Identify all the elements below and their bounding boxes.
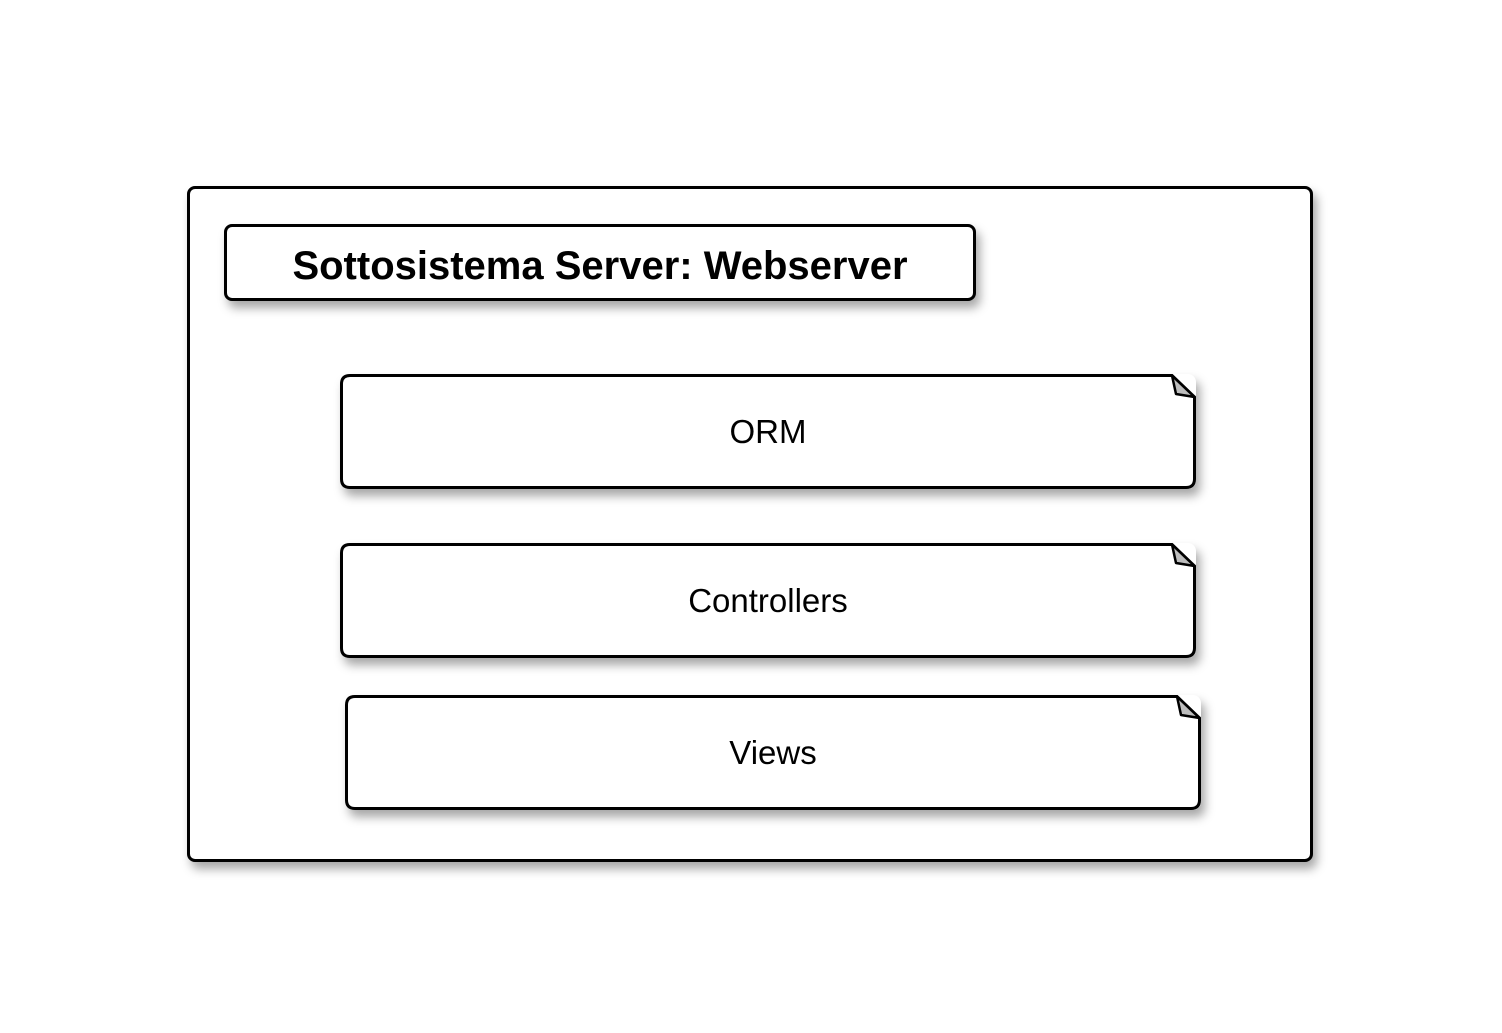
module-label-views: Views bbox=[729, 733, 817, 771]
document-shape-icon bbox=[340, 374, 1196, 489]
module-label-controllers: Controllers bbox=[688, 581, 848, 619]
document-shape-icon bbox=[340, 543, 1196, 658]
module-views: Views bbox=[345, 695, 1201, 810]
module-label-orm: ORM bbox=[729, 412, 807, 450]
document-shape-icon bbox=[345, 695, 1201, 810]
module-orm: ORM bbox=[340, 374, 1196, 489]
subsystem-title: Sottosistema Server: Webserver bbox=[292, 244, 908, 288]
module-controllers: Controllers bbox=[340, 543, 1196, 658]
subsystem-title-box: Sottosistema Server: Webserver bbox=[224, 224, 976, 301]
